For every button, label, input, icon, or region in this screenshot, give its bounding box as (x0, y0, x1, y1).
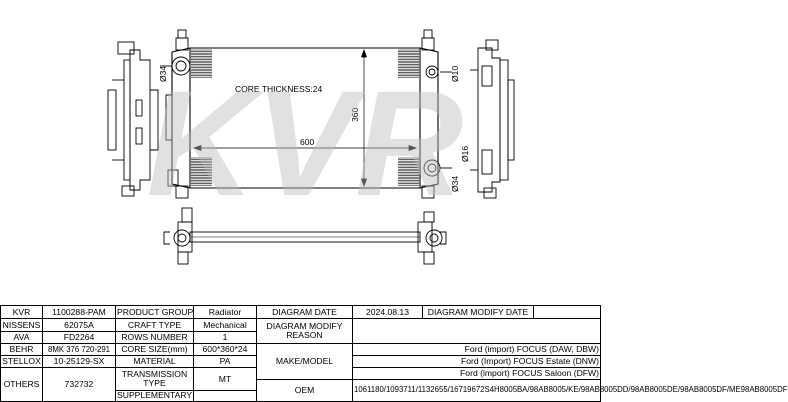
part-number-cell: 8MK 376 720-291 (42, 342, 116, 357)
bottom-view (163, 207, 447, 265)
dim-height-label: 360 (350, 108, 360, 122)
make-model-value: Ford (import) FOCUS Saloon (DFW) (352, 367, 601, 380)
field-value: PA (193, 355, 257, 369)
dimension-lines (192, 48, 418, 188)
brand-cell: AVA (0, 330, 43, 344)
brand-cell: NISSENS (0, 318, 43, 332)
field-label: DIAGRAM DATE (256, 304, 353, 320)
table-row: OEM 1061180/1093711/1132655/16719672S4H8… (1, 378, 788, 402)
field-value (193, 389, 257, 402)
table-row: KVR 1100288-PAM PRODUCT GROUP Radiator D… (0, 304, 601, 320)
spec-table: KVR 1100288-PAM PRODUCT GROUP Radiator D… (0, 304, 788, 402)
field-value: 1 (193, 330, 257, 344)
brand-cell: KVR (0, 304, 43, 320)
dim-d16-label: Ø16 (460, 146, 470, 162)
field-label: MATERIAL (115, 355, 194, 369)
field-label: CORE SIZE(mm) (115, 342, 194, 357)
table-row: OTHERS 732732 TRANSMISSION TYPE MT Ford … (0, 367, 601, 402)
part-number-cell: 10-25129-SX (42, 355, 116, 369)
brand-cell: BEHR (0, 342, 43, 357)
part-number-cell: 732732 (42, 367, 116, 402)
table-row: BEHR 8MK 376 720-291 CORE SIZE(mm) 600*3… (0, 342, 601, 380)
field-label: SUPPLEMENTARY (115, 389, 194, 402)
dim-d34-left-label: Ø34 (158, 66, 168, 82)
part-number-cell: 1100288-PAM (42, 304, 116, 320)
field-value (352, 318, 601, 344)
field-label: DIAGRAM MODIFY REASON (256, 318, 353, 344)
table-row: SUPPLEMENTARY (1, 389, 601, 402)
make-model-value: Ford (Import) FOCUS Estate (DNW) (352, 355, 601, 369)
right-tank-detail (421, 29, 452, 199)
dim-d10-label: Ø10 (450, 66, 460, 82)
watermark-text: KVR (147, 59, 464, 227)
table-row: AVA FD2264 ROWS NUMBER 1 (0, 330, 601, 344)
oem-value: 1061180/1093711/1132655/16719672S4H8005B… (352, 378, 788, 402)
field-value: Radiator (193, 304, 257, 320)
radiator-drawing: CORE THICKNESS:24 600 360 Ø34 Ø10 Ø16 Ø3… (107, 29, 515, 265)
field-value (533, 304, 601, 320)
dim-d34-right-label: Ø34 (450, 176, 460, 192)
table-row: STELLOX 10-25129-SX MATERIAL PA Ford (Im… (0, 355, 601, 369)
make-model-value: Ford (import) FOCUS (DAW, DBW) (352, 342, 601, 357)
right-side-view (470, 39, 515, 199)
field-value: 2024.08.13 (352, 304, 423, 320)
dim-width-label: 600 (300, 137, 314, 147)
kvr-watermark: KVR (147, 59, 464, 227)
core-thickness-label: CORE THICKNESS:24 (235, 84, 323, 94)
field-value: MT (193, 367, 257, 391)
field-value: 600*360*24 (193, 342, 257, 357)
field-value: Mechanical (193, 318, 257, 332)
part-number-cell: FD2264 (42, 330, 116, 344)
field-label: TRANSMISSION TYPE (115, 367, 194, 391)
field-label: OEM (256, 378, 353, 402)
part-number-cell: 62075A (42, 318, 116, 332)
field-label: MAKE/MODEL (256, 342, 353, 380)
brand-cell: OTHERS (0, 367, 43, 402)
field-label: CRAFT TYPE (115, 318, 194, 332)
table-row: NISSENS 62075A CRAFT TYPE Mechanical DIA… (0, 318, 601, 344)
left-tank-detail (160, 29, 191, 199)
brand-cell: STELLOX (0, 355, 43, 369)
field-label: DIAGRAM MODIFY DATE (422, 304, 534, 320)
left-side-view (107, 41, 159, 197)
field-label: PRODUCT GROUP (115, 304, 194, 320)
field-label: ROWS NUMBER (115, 330, 194, 344)
core-fins (191, 49, 419, 186)
